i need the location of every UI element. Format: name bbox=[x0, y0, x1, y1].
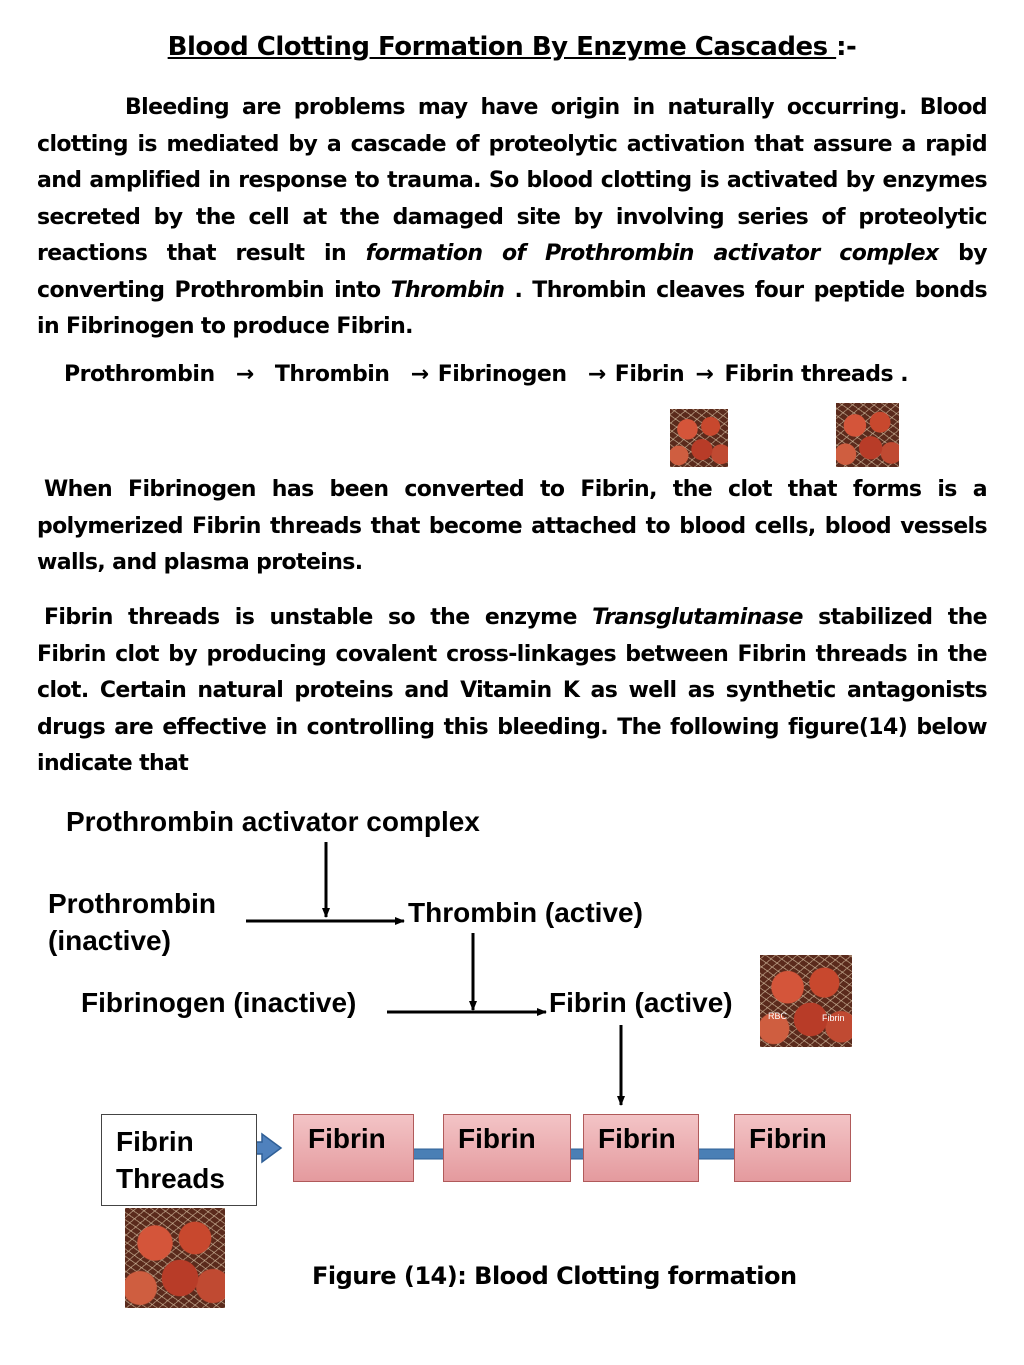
figure-caption: Figure (14): Blood Clotting formation bbox=[312, 1262, 797, 1290]
fibrin-threads-box: Fibrin Threads bbox=[101, 1114, 257, 1206]
arrow-icon: → bbox=[235, 362, 254, 387]
sequence-fibrin-threads: Fibrin threads . bbox=[724, 362, 909, 387]
fibrin-unit: Fibrin bbox=[443, 1114, 571, 1182]
arrow-icon: → bbox=[587, 362, 606, 387]
intro-paragraph: Bleeding are problems may have origin in… bbox=[37, 95, 988, 339]
arrow-icon: → bbox=[410, 362, 429, 387]
thrombin-label: Thrombin (active) bbox=[408, 897, 643, 928]
rbc-fibrin-photo bbox=[670, 409, 728, 467]
fibrin-unit: Fibrin bbox=[583, 1114, 699, 1182]
page-title: Blood Clotting Formation By Enzyme Casca… bbox=[167, 32, 857, 62]
clotting-sequence: Prothrombin → Thrombin → Fibrinogen → Fi… bbox=[64, 362, 922, 387]
sequence-prothrombin: Prothrombin bbox=[64, 362, 215, 387]
fibrin-threads-photo bbox=[836, 403, 899, 467]
transglutaminase-paragraph: Fibrin threads is unstable so the enzyme… bbox=[37, 605, 988, 776]
rbc-fibrin-photo: RBC Fibrin bbox=[760, 955, 852, 1047]
fibrin-paragraph: When Fibrinogen has been converted to Fi… bbox=[37, 477, 988, 575]
fibrin-active-label: Fibrin (active) bbox=[549, 987, 733, 1018]
sequence-fibrin: Fibrin bbox=[614, 362, 685, 387]
sequence-thrombin: Thrombin bbox=[274, 362, 390, 387]
sequence-fibrinogen: Fibrinogen bbox=[437, 362, 567, 387]
prothrombin-label: Prothrombin (inactive) bbox=[48, 888, 216, 956]
fibrin-unit: Fibrin bbox=[734, 1114, 851, 1182]
fibrin-threads-photo bbox=[125, 1208, 225, 1308]
fibrinogen-label: Fibrinogen (inactive) bbox=[81, 987, 357, 1018]
crosslink-icon bbox=[693, 1148, 739, 1160]
arrow-icon: → bbox=[695, 362, 714, 387]
photo-fibrin-label: Fibrin bbox=[822, 1013, 845, 1023]
photo-rbc-label: RBC bbox=[768, 1011, 788, 1021]
fibrin-unit: Fibrin bbox=[293, 1114, 414, 1182]
activator-label: Prothrombin activator complex bbox=[66, 806, 480, 837]
